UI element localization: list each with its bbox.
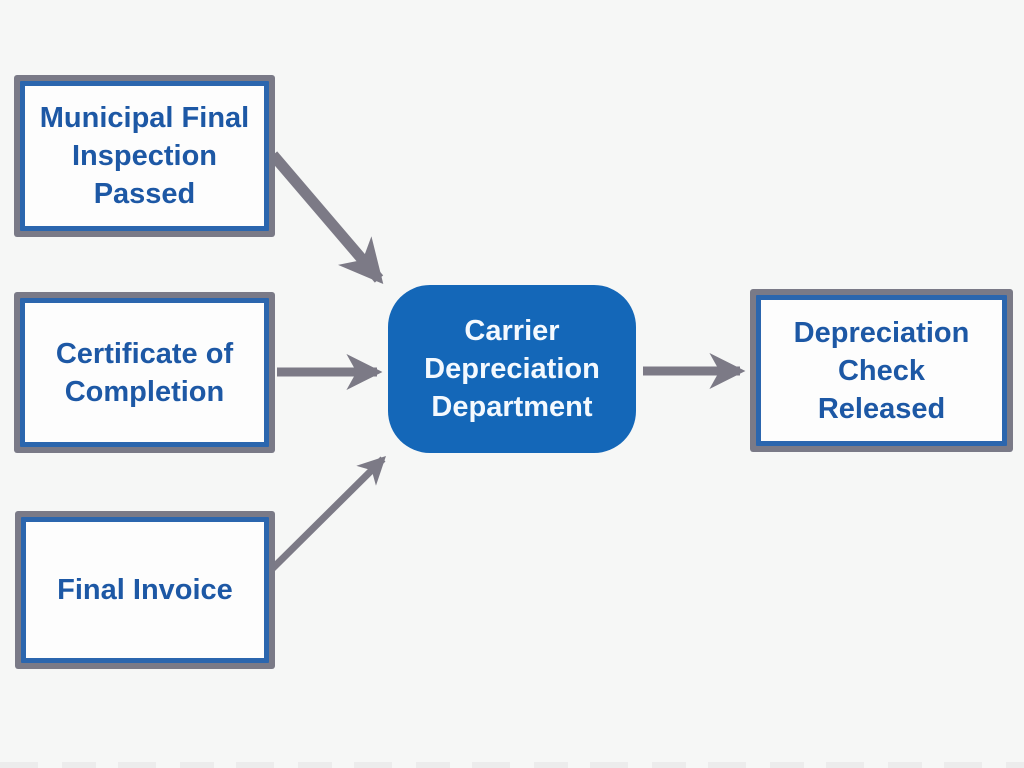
node-label: Carrier Depreciation Department [424,312,600,426]
node-municipal-final-inspection-passed: Municipal Final Inspection Passed [14,75,275,237]
node-label-line: Carrier [464,315,560,347]
node-label-line: Certificate of [55,337,234,370]
node-label: Certificate of Completion [56,335,233,411]
node-label-line: Final Invoice [57,574,233,606]
node-label-line: Depreciation [793,316,970,349]
node-final-invoice: Final Invoice [15,511,275,669]
node-carrier-depreciation-department: Carrier Depreciation Department [388,285,636,453]
node-label: Municipal Final Inspection Passed [40,99,249,213]
node-label-line: Released [817,392,946,425]
node-label: Final Invoice [57,571,233,609]
arrow-municipal-to-carrier [268,151,384,285]
node-label-line: Municipal Final [39,102,250,134]
arrow-invoice-to-carrier [269,456,386,572]
node-label: Depreciation Check Released [794,314,970,428]
node-border: Municipal Final Inspection Passed [20,81,269,231]
node-border: Final Invoice [21,517,269,663]
node-border: Depreciation Check Released [756,295,1007,446]
node-border: Certificate of Completion [20,298,269,447]
node-label-line: Inspection [71,140,217,172]
node-depreciation-check-released: Depreciation Check Released [750,289,1013,452]
node-certificate-of-completion: Certificate of Completion [14,292,275,453]
node-label-line: Depreciation [424,353,600,385]
node-label-line: Department [431,391,593,423]
bottom-artifact-strip [0,762,1024,768]
node-label-line: Check [837,354,926,387]
node-label-line: Passed [93,178,196,210]
node-label-line: Completion [64,375,225,408]
